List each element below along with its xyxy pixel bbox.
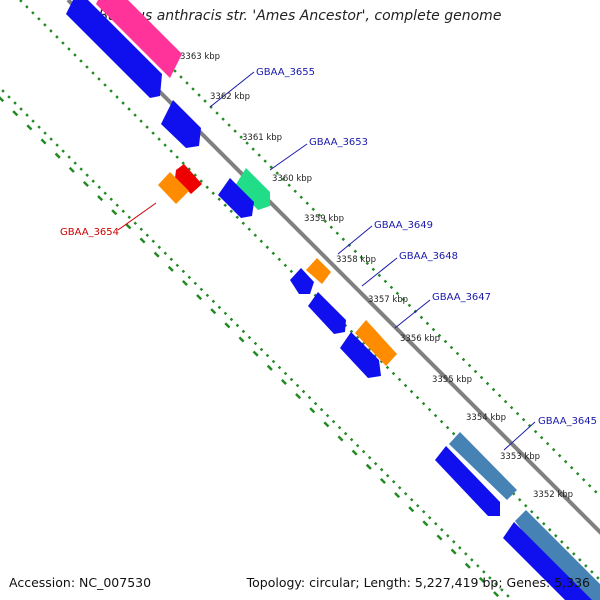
tick-label: 3354 kbp <box>466 413 506 423</box>
tick-label: 3358 kbp <box>336 255 376 265</box>
tick-label: 3362 kbp <box>210 92 250 102</box>
gene-blue-arrow-bottom <box>503 522 592 600</box>
tick-label: 3355 kbp <box>432 375 472 385</box>
gene-orange-arrow-3647 <box>355 320 397 366</box>
callout-line-3653 <box>269 143 308 171</box>
gene-red-arrow-3654 <box>175 164 202 194</box>
gene-orange-arrow-3654 <box>158 172 189 204</box>
gene-label-forward[interactable]: GBAA_3647 <box>432 292 491 303</box>
gene-blue-arrow-3655 <box>161 100 201 148</box>
tick-label: 3361 kbp <box>242 133 282 143</box>
gene-orange-arrow-3649 <box>306 258 331 284</box>
tick-label: 3360 kbp <box>272 174 312 184</box>
gene-steel-arrow-bottom <box>515 510 600 600</box>
callout-line-3649 <box>337 225 373 255</box>
gene-blue-arrow-3649 <box>290 268 314 294</box>
callout-line-3654 <box>117 202 157 231</box>
gene-steel-arrow-3645 <box>449 432 517 500</box>
callout-line-3647 <box>394 299 431 329</box>
tick-label: 3359 kbp <box>304 214 344 224</box>
gene-blue-arrow-3645 <box>435 446 500 516</box>
gene-label-forward[interactable]: GBAA_3645 <box>538 416 597 427</box>
dotted-grid-line-inner-left <box>0 86 513 600</box>
tick-label: 3353 kbp <box>500 452 540 462</box>
map-title: Bacillus anthracis str. 'Ames Ancestor',… <box>98 8 502 24</box>
dotted-grid-line-outer-left <box>19 0 600 582</box>
gene-label-forward[interactable]: GBAA_3655 <box>256 67 315 78</box>
tick-label: 3363 kbp <box>180 52 220 62</box>
gene-green-arrow-3653 <box>235 168 270 210</box>
gene-blue-arrow-3647 <box>340 332 381 378</box>
gene-blue-arrow-3653 <box>218 178 254 218</box>
gene-label-reverse[interactable]: GBAA_3654 <box>60 227 119 238</box>
gene-label-forward[interactable]: GBAA_3649 <box>374 220 433 231</box>
gene-label-forward[interactable]: GBAA_3653 <box>309 137 368 148</box>
accession-text: Accession: NC_007530 <box>9 575 152 590</box>
tick-label: 3356 kbp <box>400 334 440 344</box>
callout-line-3648 <box>361 257 398 287</box>
callout-line-3645 <box>503 421 536 451</box>
gene-blue-arrow-3648 <box>308 292 346 334</box>
tick-label: 3352 kbp <box>533 490 573 500</box>
gene-blue-arrow-top <box>66 0 162 98</box>
topology-summary: Topology: circular; Length: 5,227,419 bp… <box>246 575 590 590</box>
tick-label: 3357 kbp <box>368 295 408 305</box>
callout-line-3655 <box>209 71 255 108</box>
dotted-grid-line-right <box>102 0 600 498</box>
dashed-grid-line-center <box>0 96 501 599</box>
gene-label-forward[interactable]: GBAA_3648 <box>399 251 458 262</box>
genome-backbone <box>66 0 600 535</box>
gene-pink-arrow <box>96 0 182 78</box>
